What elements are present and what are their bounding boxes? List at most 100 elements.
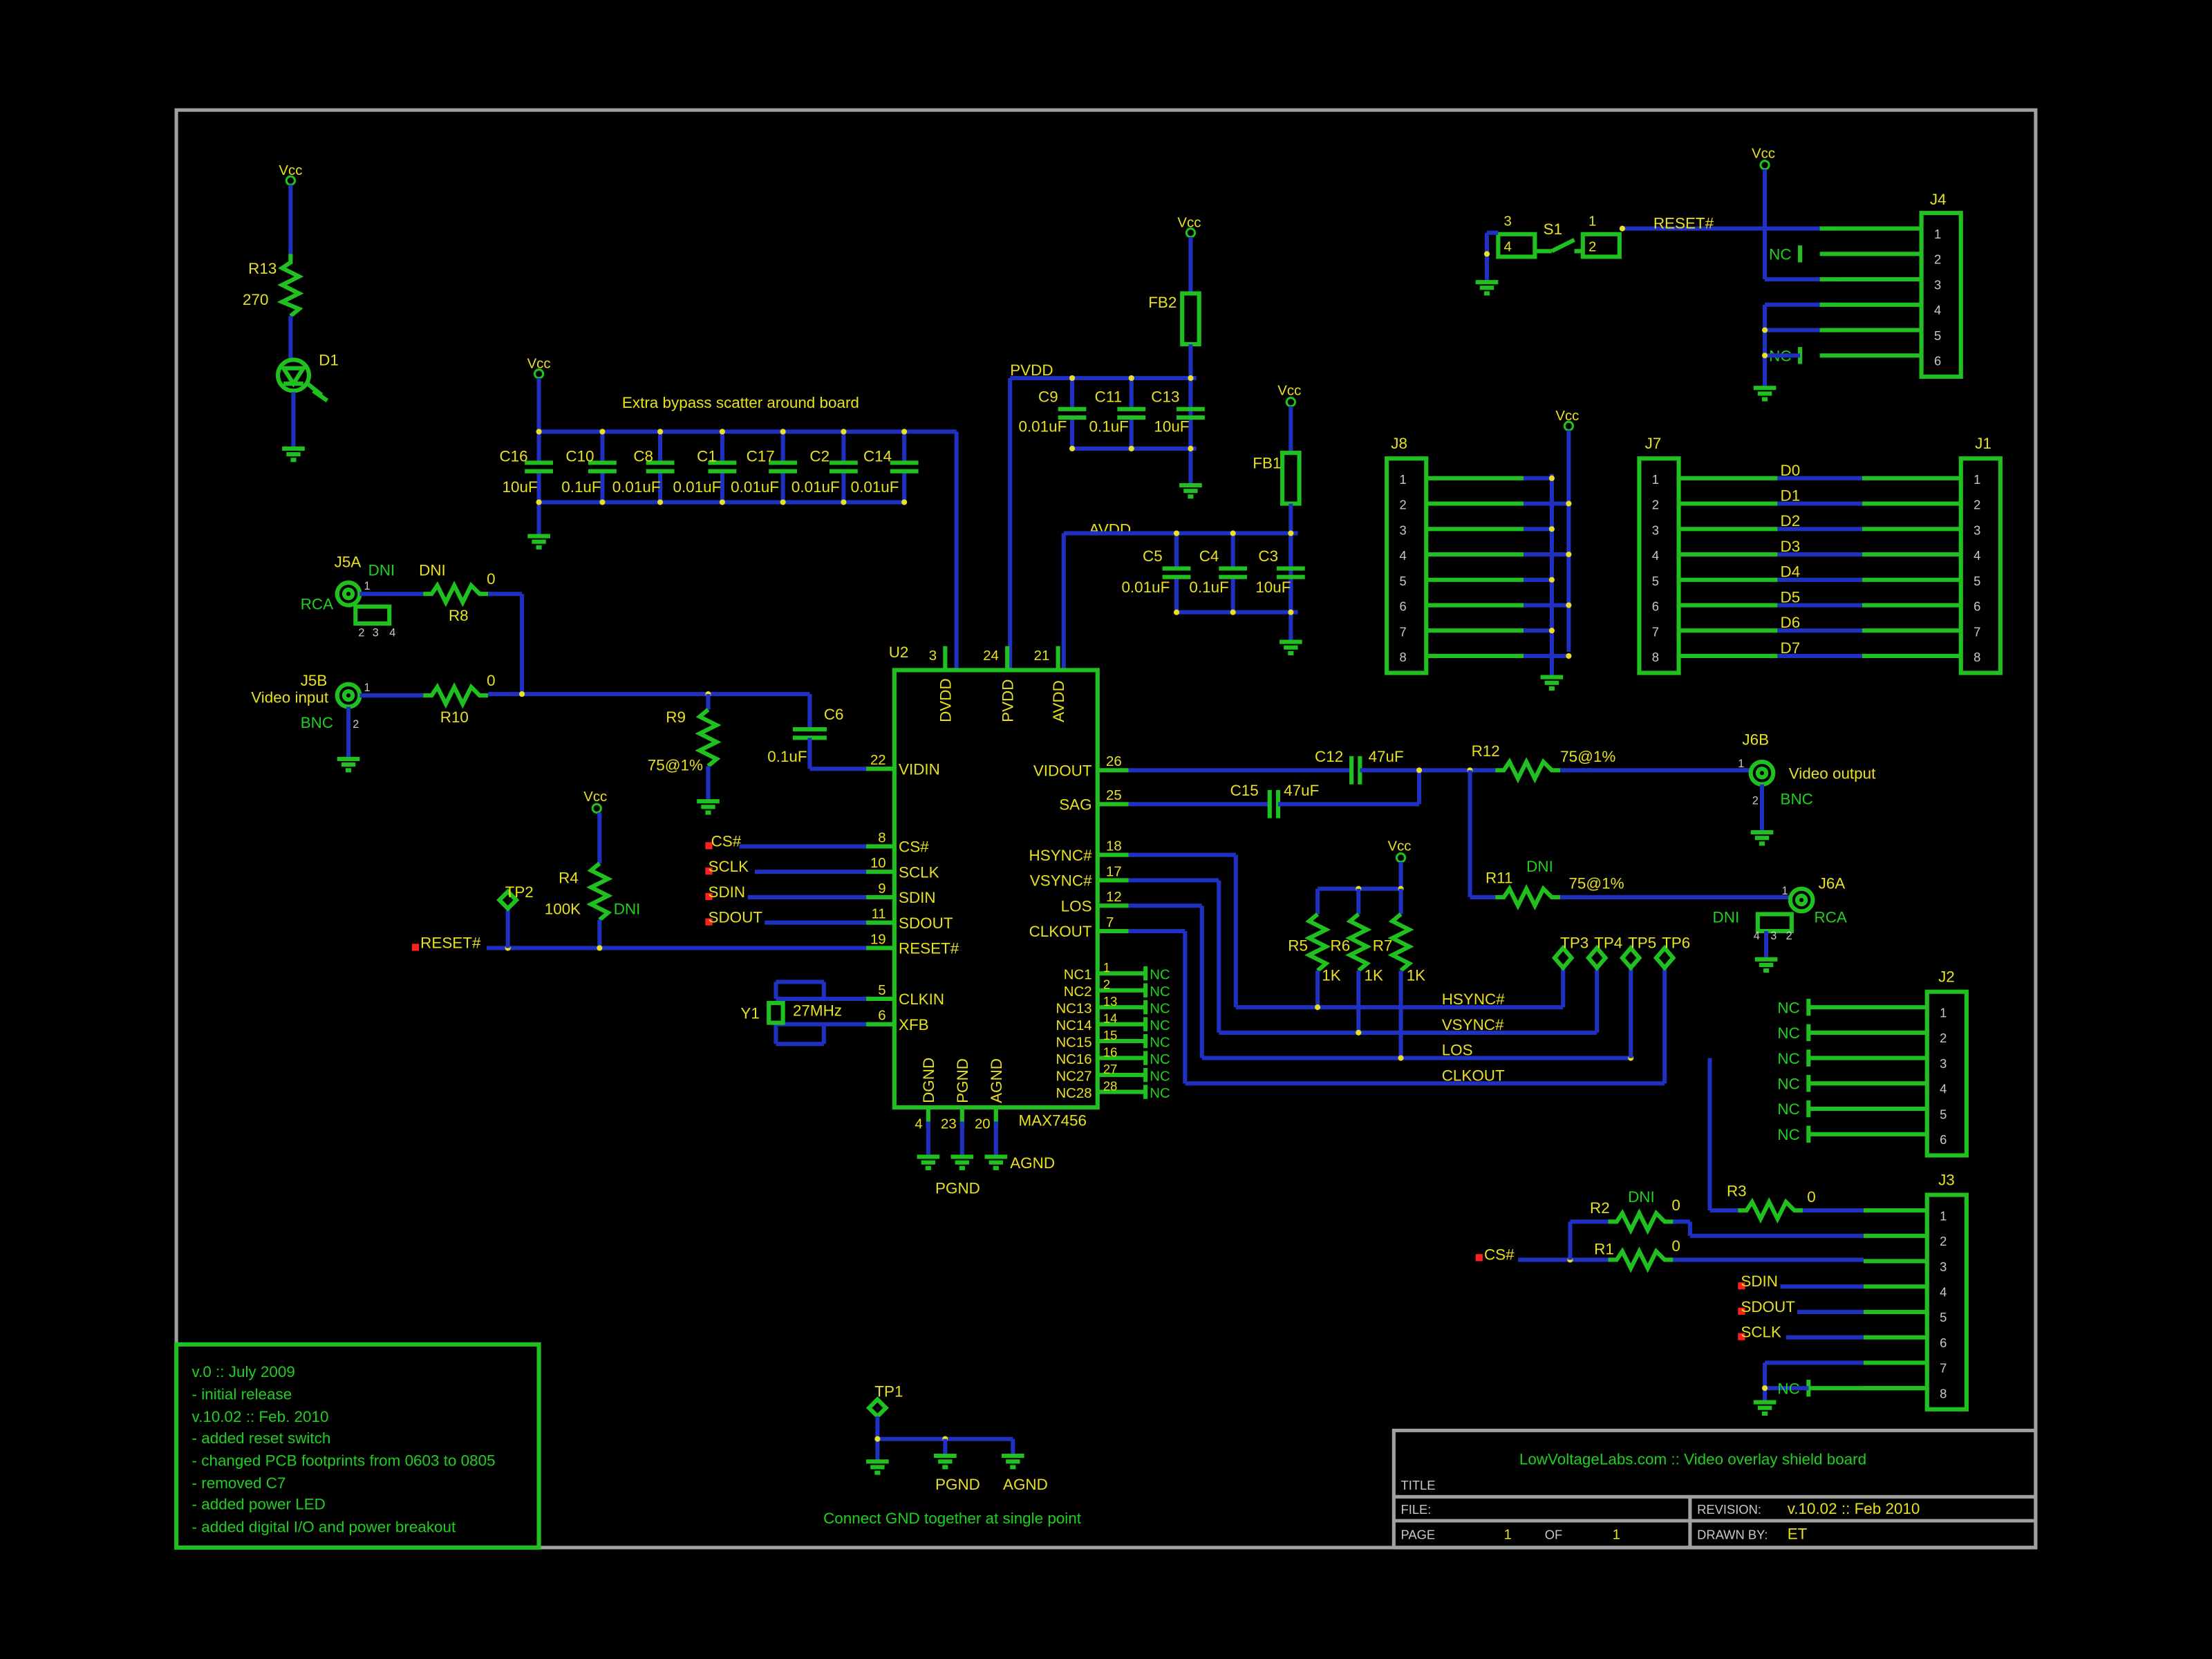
ic-pin-number: 20 [975,1117,991,1132]
d1-refdes: D1 [319,352,339,369]
video-output-label: Video output [1789,765,1876,782]
pin-number: 3 [1504,214,1512,229]
pin-number: 3 [1770,930,1777,942]
r4-value: 100K [545,900,581,917]
ic-pin-number: 24 [983,648,999,664]
video-input-section: J5A DNI RCA 1 2 3 4 DNI R8 0 J5B Video i… [251,553,894,815]
r5-refdes: R5 [1288,937,1308,955]
r12-value: 75@1% [1560,748,1615,765]
reset-net-label: RESET# [420,934,481,951]
capacitor: C20.01uF [791,429,858,505]
nc-tag: NC [1777,1024,1799,1042]
header-refdes: J4 [1930,191,1947,208]
ic-pin-number: 19 [870,932,886,947]
tp6-refdes: TP6 [1662,934,1690,951]
nc-tag: NC [1150,984,1170,1000]
r2-value: 0 [1671,1197,1680,1214]
r6-refdes: R6 [1330,937,1350,955]
note-line: v.0 :: July 2009 [192,1363,295,1380]
power-led-section: Vcc R13 270 D1 [243,163,339,462]
pin-number: 5 [1652,574,1659,588]
cap-value: 0.1uF [561,478,601,496]
r9-refdes: R9 [666,709,686,726]
pin-number: 6 [1940,1132,1947,1147]
cap-refdes: C5 [1143,547,1163,565]
pin-number: 7 [1974,624,1980,639]
pin-number: 5 [1399,574,1406,588]
ic-pin-name: NC14 [1056,1018,1091,1033]
vcc-label: Vcc [279,163,302,178]
pin-number: 1 [1934,227,1941,241]
r5-value: 1K [1322,966,1340,984]
ic-pin-number: 6 [878,1009,885,1024]
note-line: - added power LED [192,1496,326,1513]
ic-pin-number: 22 [870,753,886,768]
ic-pin-number: 13 [1103,994,1117,1009]
ic-pin-number: 14 [1103,1011,1117,1026]
tp3-refdes: TP3 [1560,934,1588,951]
pin-number: 6 [1652,599,1659,614]
ic-pin-name: VIDOUT [1033,762,1092,779]
nc-tag: NC [1777,999,1799,1016]
vcc-label: Vcc [1277,383,1301,398]
net-hsync: HSYNC# [1442,991,1506,1008]
title-label: TITLE [1401,1478,1436,1492]
j3-sdout-net: SDOUT [1741,1298,1795,1315]
pin-number: 8 [1940,1386,1947,1400]
ic-pin-name: NC16 [1056,1052,1091,1067]
header-layer: J4123456NCNCJ2123456NCNCNCNCNCNCJ3123456… [1385,191,2003,1412]
c6-refdes: C6 [824,706,844,723]
ic-pin-number: 5 [878,983,885,998]
y1-refdes: Y1 [740,1004,759,1022]
pin-number: 1 [1738,758,1744,770]
pin-number: 2 [358,626,364,639]
ic-pin-name: HSYNC# [1029,847,1093,864]
pin-number: 1 [1399,472,1406,487]
ic-pin-number: 11 [871,907,885,922]
pin-number: 2 [1974,498,1980,512]
j5a-type: RCA [301,596,333,613]
cap-value: 0.01uF [851,478,899,496]
nc-tag: NC [1150,1001,1170,1016]
file-label: FILE: [1401,1502,1432,1517]
nc-tag: NC [1150,1035,1170,1050]
cap-refdes: C3 [1258,547,1278,565]
d-net-label: D2 [1781,512,1801,529]
note-line: v.10.02 :: Feb. 2010 [192,1408,329,1425]
j6a-dni: DNI [1713,909,1740,926]
ic-pin-number: 23 [941,1117,957,1132]
tp5-refdes: TP5 [1628,934,1656,951]
pin-number: 5 [1934,328,1941,343]
drawn-by-label: DRAWN BY: [1697,1528,1768,1542]
d-net-label: D0 [1781,462,1801,479]
pin-number: 4 [1974,548,1980,563]
header-refdes: J1 [1975,435,1991,452]
ic-pin-name: XFB [899,1016,929,1033]
pin-number: 4 [389,626,395,639]
d-net-label: D6 [1781,614,1801,631]
pin-number: 7 [1940,1361,1947,1376]
ic-pin-name: VIDIN [899,760,940,778]
spi-header-section: R3 0 CS# R2 DNI 0 R1 0 SDIN SDOUT SCLK [1475,1058,1864,1416]
pgnd-label: PGND [935,1476,980,1493]
cap-value: 10uF [1255,579,1291,596]
nc-tag: NC [1777,1100,1799,1118]
j3-cs-net: CS# [1484,1246,1515,1263]
revision-label: REVISION: [1697,1502,1761,1517]
cap-value: 0.01uF [673,478,721,496]
ic-pin-number: 1 [1103,960,1110,975]
r10-refdes: R10 [440,709,469,726]
spi-left-nets: CS# SCLK SDIN SDOUT [705,832,894,926]
pin-number: 1 [364,682,371,694]
ic-pin-number: 9 [878,881,885,897]
pin-number: 2 [1940,1234,1947,1248]
pin-number: 1 [364,580,371,592]
j6b-refdes: J6B [1742,731,1769,749]
pin-number: 2 [1588,239,1596,254]
page-label: PAGE [1401,1528,1436,1542]
ic-max7456: U2 MAX7456 DVDD3PVDD24AVDD21DGND4PGND23A… [866,644,1129,1197]
ic-part-number: MAX7456 [1018,1112,1087,1130]
d-net-label: D7 [1781,639,1801,657]
